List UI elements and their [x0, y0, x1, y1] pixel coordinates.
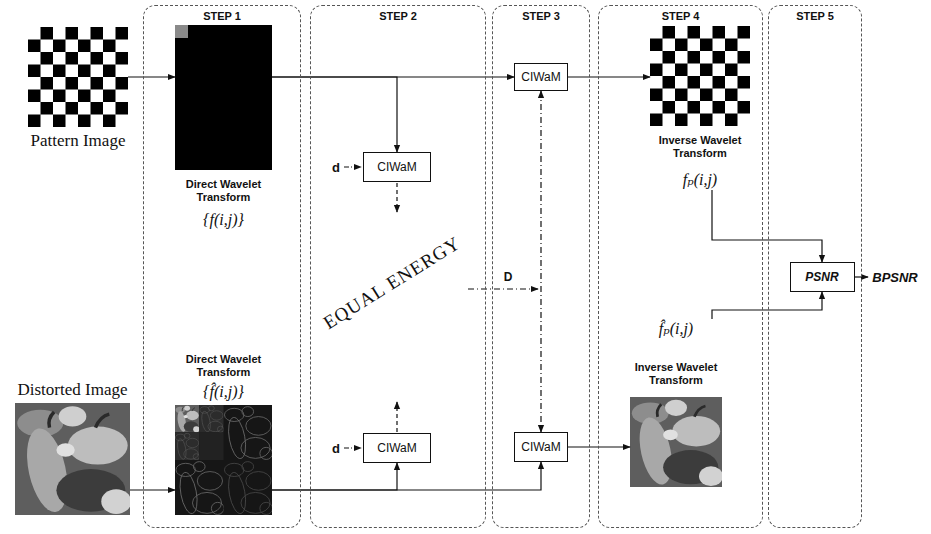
output-label: BPSNR: [872, 270, 918, 285]
dash-dot-arrow: [344, 166, 361, 167]
dashed-arrow: [396, 402, 397, 432]
peppers-image: [630, 397, 723, 487]
checkerboard-image: [650, 26, 750, 126]
black-wavelet-image: [175, 25, 272, 170]
distorted-image: Distorted Image: [15, 380, 130, 515]
dash-dot-arrow: [468, 288, 538, 289]
step-heading: STEP 4: [599, 6, 762, 23]
box-label: CIWaM: [377, 441, 417, 455]
image-caption: Inverse Wavelet Transform: [630, 361, 722, 387]
image-caption: Pattern Image: [28, 131, 128, 151]
process-box: CIWaM: [514, 432, 568, 462]
box-label: CIWaM: [521, 70, 561, 84]
step-panel: STEP 4 Inverse Wavelet Transform fₚ(i,j) f̂…: [598, 5, 763, 528]
box-label: CIWaM: [377, 160, 417, 174]
wavelet-image: Direct Wavelet Transform {f̂(i,j)}: [175, 353, 272, 515]
image-caption: Distorted Image: [15, 380, 130, 400]
dashed-arrow: [396, 183, 397, 212]
formula-label: {f(i,j)}: [175, 210, 272, 230]
process-box: CIWaM: [514, 63, 568, 91]
step-heading: STEP 2: [311, 6, 485, 23]
pattern-image: Pattern Image: [28, 27, 128, 151]
parameter-label: d: [332, 441, 340, 456]
process-box: PSNR: [790, 262, 855, 292]
wavelet-image: [175, 405, 272, 515]
connector: [272, 463, 397, 490]
process-box: CIWaM: [363, 433, 431, 463]
image-caption: Inverse Wavelet Transform: [650, 134, 750, 160]
connector: [712, 190, 822, 262]
image-caption: Direct Wavelet Transform: [175, 353, 272, 379]
step-heading: STEP 5: [769, 6, 861, 23]
step-heading: STEP 1: [144, 6, 300, 23]
checkerboard-image: [28, 27, 128, 127]
connector: [712, 292, 822, 319]
step-panel: STEP 1Direct Wavelet Transform{f(i,j)}Di…: [143, 5, 301, 528]
process-box: CIWaM: [363, 152, 431, 182]
formula-label: f̂ₚ(i,j): [630, 319, 722, 339]
reconstructed-image: f̂ₚ(i,j) Inverse Wavelet Transform: [630, 319, 722, 487]
connector: [130, 489, 175, 490]
reconstructed-image: Inverse Wavelet Transform fₚ(i,j): [650, 26, 750, 190]
connector: [568, 446, 630, 447]
box-label: CIWaM: [521, 440, 561, 454]
parameter-label: d: [332, 160, 340, 175]
step-panel: STEP 3 CIWaM CIWaM: [492, 5, 590, 528]
energy-label: EQUAL ENERGY: [319, 232, 464, 334]
connector: [128, 76, 175, 77]
step-panel: STEP 5 PSNR: [768, 5, 862, 528]
parameter-label: D: [504, 270, 513, 284]
image-caption: Direct Wavelet Transform: [175, 178, 272, 204]
wavelet-image: Direct Wavelet Transform {f(i,j)}: [175, 25, 272, 230]
step-heading: STEP 3: [493, 6, 589, 23]
connector: [540, 91, 541, 432]
box-label: PSNR: [805, 270, 838, 284]
dash-dot-arrow: [344, 447, 361, 448]
connector: [568, 76, 650, 77]
formula-label: fₚ(i,j): [650, 170, 750, 190]
connector: [272, 77, 397, 152]
connector: [272, 462, 541, 490]
peppers-image: [15, 403, 131, 516]
formula-label: {f̂(i,j)}: [175, 382, 272, 402]
